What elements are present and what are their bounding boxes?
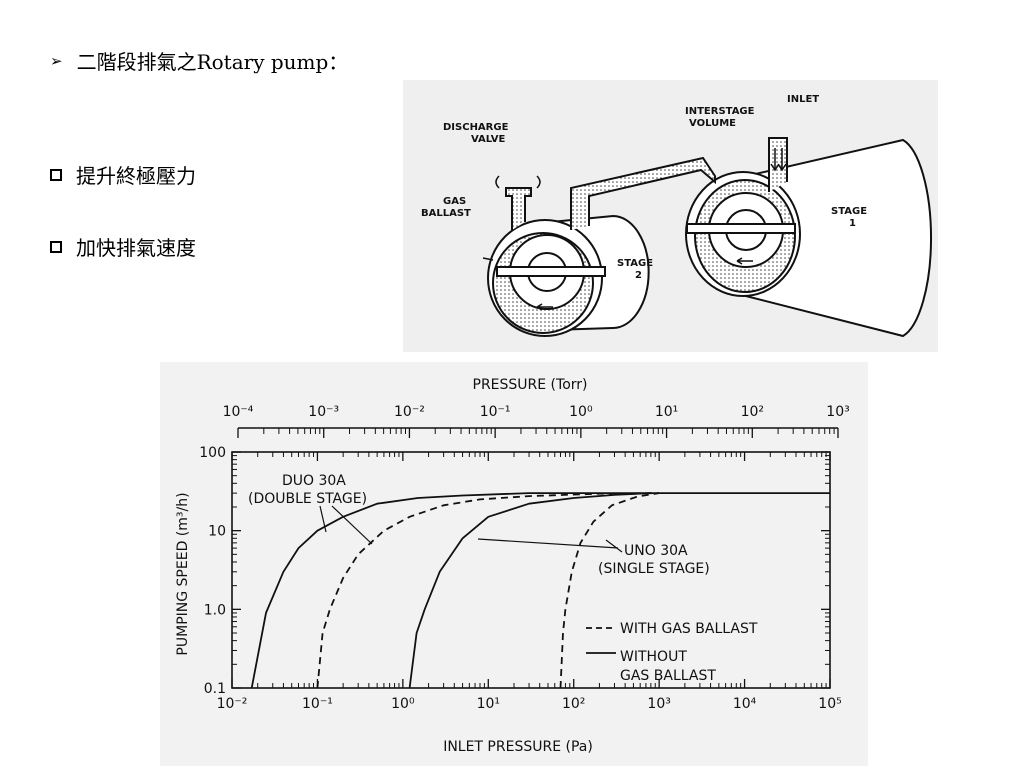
duo-annotation-line2: (DOUBLE STAGE) <box>248 491 367 507</box>
slide-title-text: 二階段排氣之Rotary pump： <box>76 50 349 74</box>
x-tick-label: 10⁵ <box>818 696 841 712</box>
legend-without-line2: GAS BALLAST <box>620 668 716 684</box>
pumping-speed-chart: 10⁻² 10⁻¹ 10⁰ 10¹ 10² 10³ 10⁴ 10⁵ 10⁻⁴ 10⁻³ 10⁻² 10… <box>160 362 868 766</box>
svg-text:INTERSTAGE: INTERSTAGE <box>685 106 755 117</box>
slide-title: ➢ 二階段排氣之Rotary pump： <box>50 46 348 75</box>
top-tick-label: 10⁻⁴ <box>223 404 254 420</box>
uno-annotation-line1: UNO 30A <box>624 543 688 559</box>
bullet-text: 加快排氣速度 <box>76 236 196 260</box>
top-tick-label: 10⁰ <box>569 404 593 420</box>
legend-without-line1: WITHOUT <box>620 649 687 665</box>
duo-annotation-line1: DUO 30A <box>282 473 346 489</box>
curve-solid-2 <box>408 492 651 689</box>
plot-border <box>231 451 831 689</box>
bullet-text: 提升終極壓力 <box>76 164 196 188</box>
y-tick-label: 100 <box>199 445 226 461</box>
annotation-pointers <box>319 505 623 553</box>
arrow-bullet-icon: ➢ <box>50 51 63 70</box>
x-tick-label: 10⁴ <box>733 696 757 712</box>
svg-text:DISCHARGE: DISCHARGE <box>443 122 509 133</box>
bullet-item: 提升終極壓力 <box>50 160 196 189</box>
top-tick-label: 10⁻¹ <box>480 404 511 420</box>
top-tick-label: 10⁻² <box>394 404 425 420</box>
top-axis-label: PRESSURE (Torr) <box>473 377 588 393</box>
svg-text:VOLUME: VOLUME <box>689 118 736 129</box>
x-tick-label: 10⁰ <box>391 696 415 712</box>
svg-text:BALLAST: BALLAST <box>421 208 471 219</box>
svg-text:INLET: INLET <box>787 94 819 105</box>
bullet-item: 加快排氣速度 <box>50 232 196 261</box>
top-tick-label: 10¹ <box>655 404 678 420</box>
top-tick-label: 10³ <box>826 404 849 420</box>
x-axis-label: INLET PRESSURE (Pa) <box>443 739 593 755</box>
stage1-cylinder <box>737 138 933 338</box>
x-tick-label: 10³ <box>647 696 670 712</box>
svg-text:GAS: GAS <box>443 196 466 207</box>
curve-dashed-1 <box>316 492 660 689</box>
x-tick-label: 10⁻¹ <box>302 696 333 712</box>
y-tick-label: 10 <box>208 524 226 540</box>
square-bullet-icon <box>50 240 62 253</box>
pump-diagram: DISCHARGE VALVE GAS BALLAST INTERSTAGE V… <box>421 94 933 338</box>
curve-dashed-3 <box>559 492 660 689</box>
svg-text:STAGE: STAGE <box>617 258 653 269</box>
top-tick-label: 10⁻³ <box>308 404 339 420</box>
x-tick-label: 10¹ <box>477 696 500 712</box>
y-axis-label: PUMPING SPEED (m³/h) <box>175 492 191 655</box>
discharge-pipe <box>505 187 532 230</box>
y-tick-label: 1.0 <box>204 602 226 618</box>
pump-illustration: DISCHARGE VALVE GAS BALLAST INTERSTAGE V… <box>403 80 938 352</box>
legend-with-gas-ballast: WITH GAS BALLAST <box>620 621 758 637</box>
svg-text:VALVE: VALVE <box>471 134 506 145</box>
x-tick-label: 10⁻² <box>217 696 248 712</box>
interstage-pipe <box>570 156 716 230</box>
square-bullet-icon <box>50 168 62 181</box>
legend: WITH GAS BALLAST WITHOUT GAS BALLAST <box>586 621 758 684</box>
chart-svg: 10⁻² 10⁻¹ 10⁰ 10¹ 10² 10³ 10⁴ 10⁵ 10⁻⁴ 10⁻³ 10⁻² 10… <box>175 377 850 755</box>
svg-text:2: 2 <box>635 270 642 281</box>
svg-text:1: 1 <box>849 218 856 229</box>
top-tick-label: 10² <box>741 404 764 420</box>
uno-annotation-line2: (SINGLE STAGE) <box>598 561 710 577</box>
svg-text:STAGE: STAGE <box>831 206 867 217</box>
y-tick-label: 0.1 <box>204 681 226 697</box>
x-tick-label: 10² <box>562 696 585 712</box>
